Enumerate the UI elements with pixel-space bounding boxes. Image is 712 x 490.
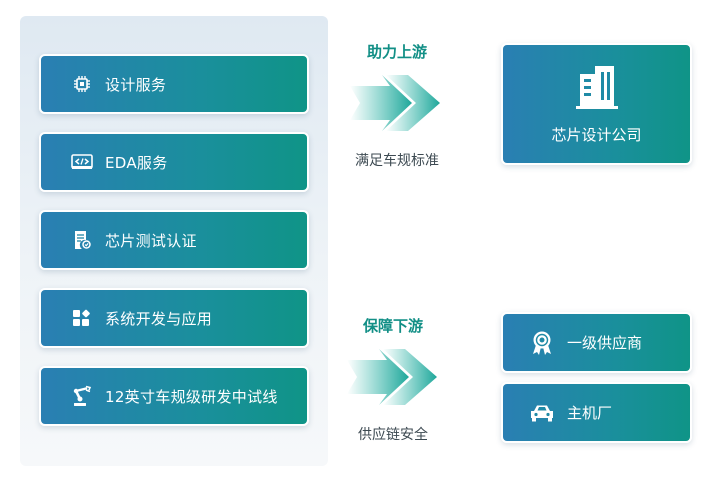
downstream-title: 保障下游 [362, 317, 423, 335]
service-card-design[interactable]: 设计服务 [39, 54, 309, 114]
robot-arm-icon [71, 385, 93, 407]
car-icon [529, 400, 555, 426]
target-oem[interactable]: 主机厂 [501, 382, 692, 443]
service-label: 系统开发与应用 [105, 309, 213, 328]
target-label: 主机厂 [567, 404, 613, 422]
building-icon [574, 64, 620, 114]
certificate-icon [71, 229, 93, 251]
target-tier1-supplier[interactable]: 一级供应商 [501, 312, 692, 373]
upstream-arrows-icon [350, 75, 440, 131]
target-chip-design-company[interactable]: 芯片设计公司 [501, 43, 692, 165]
award-medal-icon [529, 330, 555, 356]
service-label: 12英寸车规级研发中试线 [105, 387, 278, 406]
code-window-icon [71, 151, 93, 173]
downstream-arrows-icon [347, 349, 437, 405]
target-label: 芯片设计公司 [551, 125, 642, 144]
upstream-title: 助力上游 [366, 43, 427, 61]
service-label: 芯片测试认证 [105, 231, 197, 250]
chip-icon [71, 73, 93, 95]
app-grid-icon [71, 307, 93, 329]
service-card-system[interactable]: 系统开发与应用 [39, 288, 309, 348]
target-label: 一级供应商 [567, 334, 643, 352]
upstream-subtitle: 满足车规标准 [355, 153, 439, 169]
service-card-pilot-line[interactable]: 12英寸车规级研发中试线 [39, 366, 309, 426]
service-label: 设计服务 [105, 75, 167, 94]
service-label: EDA服务 [105, 153, 168, 172]
service-card-eda[interactable]: EDA服务 [39, 132, 309, 192]
downstream-subtitle: 供应链安全 [358, 427, 428, 443]
service-card-testing[interactable]: 芯片测试认证 [39, 210, 309, 270]
